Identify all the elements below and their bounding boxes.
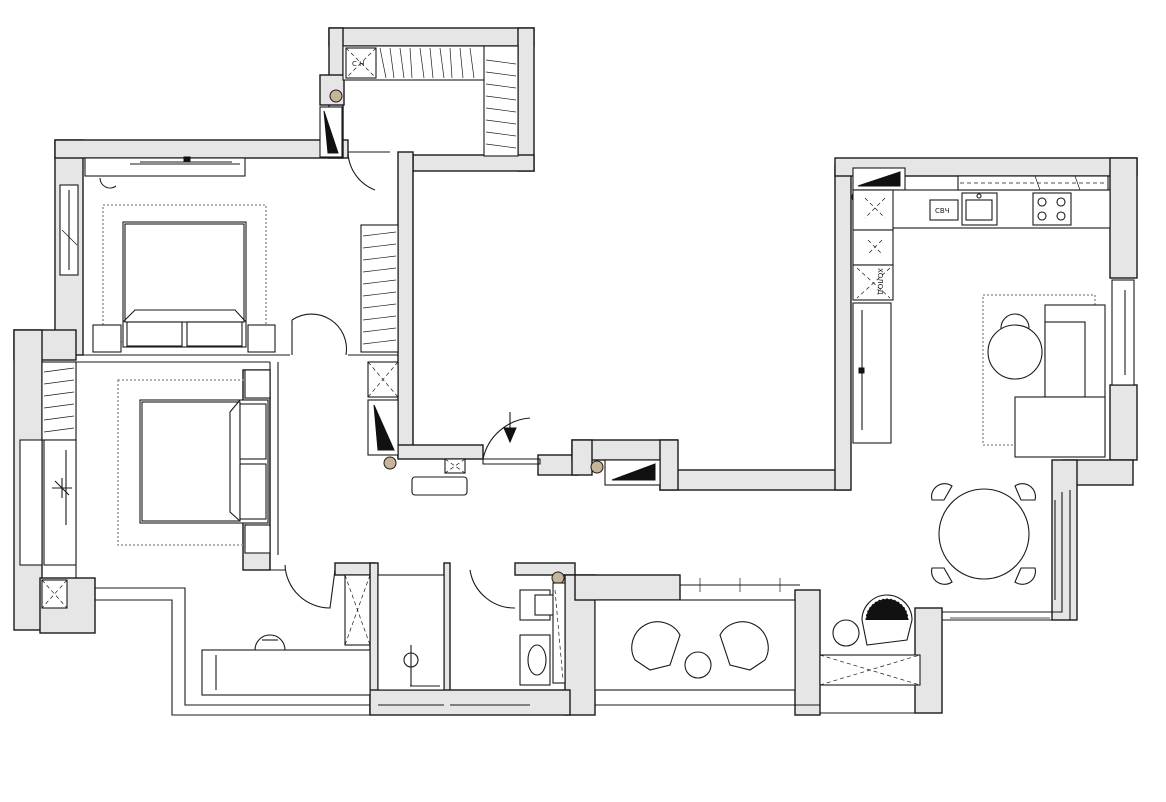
bath-cabinet [344, 574, 371, 646]
riser-closet [329, 89, 343, 103]
window-living [1111, 279, 1135, 386]
cooktop [1032, 192, 1072, 226]
oven-tall [852, 189, 894, 231]
wall-kitchen-right-upper [1109, 157, 1138, 279]
wall-corridor-horizontal [397, 444, 484, 460]
closet-shelf-right [483, 45, 519, 157]
wall-bath-left [334, 562, 376, 576]
pillow-left [126, 321, 183, 347]
bedroom-lower [19, 313, 348, 609]
pillow-bottom [239, 463, 267, 520]
sofa-chaise [1014, 396, 1106, 458]
dining-chairs [931, 483, 1036, 585]
toilet [534, 594, 556, 616]
shoe-bench [411, 476, 468, 496]
walk-in-closet: С Н [319, 45, 519, 191]
wall-bottom-left [369, 689, 571, 716]
wall-corridor-vertical [397, 151, 414, 458]
wall-entry-long [659, 469, 851, 491]
door-bedroom-lower [284, 564, 336, 609]
wall-living-right [1051, 459, 1078, 621]
door-bedroom-upper [291, 313, 348, 356]
window-bedroom-lower [19, 439, 43, 566]
lounge [594, 578, 800, 691]
pillow-top [239, 403, 267, 460]
wall-lounge-top [574, 574, 681, 601]
bathrooms [344, 569, 566, 706]
hall-chair [254, 634, 286, 651]
wall-storage-right [517, 27, 535, 172]
lounge-armchair-right [719, 621, 769, 671]
hall-lower [201, 634, 371, 696]
wall-bath-right [514, 562, 576, 576]
closet-label: С Н [352, 60, 364, 68]
door-bathroom [469, 569, 516, 609]
wall-storage-top [328, 27, 535, 47]
entry-door [482, 417, 541, 465]
sofa-seat [1044, 321, 1086, 398]
nightstand-right [247, 324, 276, 353]
entry-cabinet [444, 458, 466, 474]
wall-entry-step [659, 439, 679, 491]
wall-lounge-right [794, 589, 821, 716]
nightstand-top [244, 369, 271, 399]
bedroom-upper [59, 156, 276, 353]
fan-icon [52, 478, 72, 498]
lounge-table [684, 651, 712, 679]
closet-door [347, 151, 390, 191]
rug-bedroom-lower [117, 379, 247, 546]
wardrobe-corridor [360, 224, 399, 353]
riser-entry [590, 460, 604, 474]
nightstand-left [92, 324, 122, 353]
wardrobe-bedroom-lower [41, 361, 77, 441]
dishwasher [852, 229, 894, 266]
lounge-armchair-left [631, 621, 681, 671]
entry-arrow-icon [503, 412, 517, 444]
hall-desk [201, 649, 371, 696]
microwave-label: СВЧ [935, 207, 950, 215]
wall-kitchen-right-lower [1109, 384, 1138, 461]
dining-table [938, 488, 1030, 580]
tv-unit-top [84, 157, 246, 177]
kitchen: СВЧ ХОЛОД [851, 167, 1111, 444]
corridor [360, 224, 661, 496]
riser-corridor [383, 456, 397, 470]
riser-bathroom [551, 571, 565, 585]
shower-head-icon [403, 645, 419, 686]
wall-storage-bottom [412, 154, 535, 172]
nightstand-bottom [244, 524, 271, 554]
pillow-right [186, 321, 243, 347]
wall-top-bedroom [54, 139, 349, 159]
fridge-label: ХОЛОД [876, 268, 884, 295]
terrace-side-table [832, 619, 860, 647]
coffee-table [987, 324, 1043, 380]
room-outlines [75, 157, 1071, 716]
wall-kitchen-left [834, 164, 852, 491]
terrace-armchair [861, 594, 913, 646]
microwave [929, 199, 959, 221]
living-room [832, 279, 1135, 647]
wall-entry-lower [571, 439, 593, 476]
